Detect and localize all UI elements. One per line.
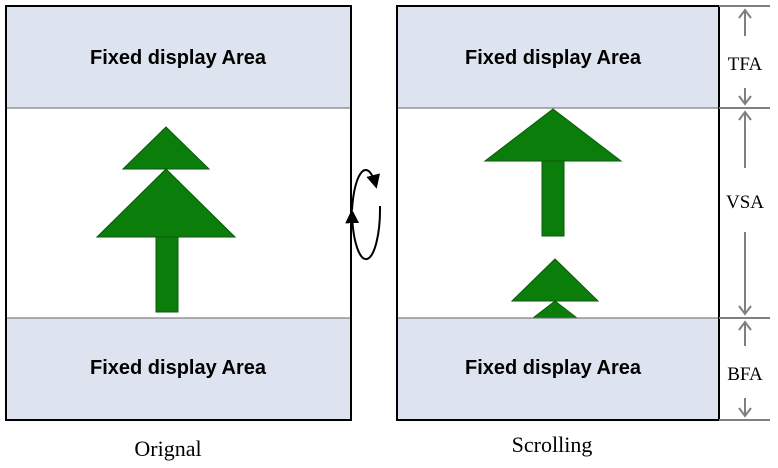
vsa-label: VSA (726, 192, 764, 213)
rotate-arc-lower (345, 205, 382, 261)
scrolling-top-area-label: Fixed display Area (465, 47, 642, 69)
original-top-area-label: Fixed display Area (90, 47, 267, 69)
original-caption: Orignal (134, 436, 201, 461)
original-bottom-area-label: Fixed display Area (90, 357, 267, 379)
bfa-upper-arrowhead (738, 320, 752, 331)
scrolling-panel-border (396, 5, 720, 421)
original-top-fixed-area (6, 6, 351, 108)
scrolling-bottom-fixed-area (397, 318, 719, 420)
original-panel: Fixed display Area Fixed display Area (5, 5, 352, 421)
tfa-label: TFA (728, 54, 763, 75)
rotate-arc-upper (351, 168, 380, 211)
bfa-label: BFA (727, 364, 763, 385)
bfa-lower-arrowhead (738, 407, 752, 418)
vsa-lower-arrowhead (738, 305, 752, 316)
tfa-upper-arrowhead (738, 8, 752, 19)
scrolled-tree-icon (483, 108, 623, 319)
tree-trunk (155, 236, 179, 313)
original-bottom-fixed-area (6, 318, 351, 420)
scrolled-tree-trunk (541, 160, 565, 237)
tfa-lower-arrowhead (738, 95, 752, 106)
scrolling-caption: Scrolling (512, 432, 593, 457)
rotate-arrows-icon (345, 168, 382, 261)
vsa-upper-arrowhead (738, 110, 752, 121)
tree-icon (95, 126, 237, 313)
scrolling-bottom-area-label: Fixed display Area (465, 357, 642, 379)
scrolling-top-fixed-area (397, 6, 719, 108)
scrolling-panel: Fixed display Area Fixed display Area (396, 5, 720, 421)
dimension-annotations (719, 5, 770, 421)
